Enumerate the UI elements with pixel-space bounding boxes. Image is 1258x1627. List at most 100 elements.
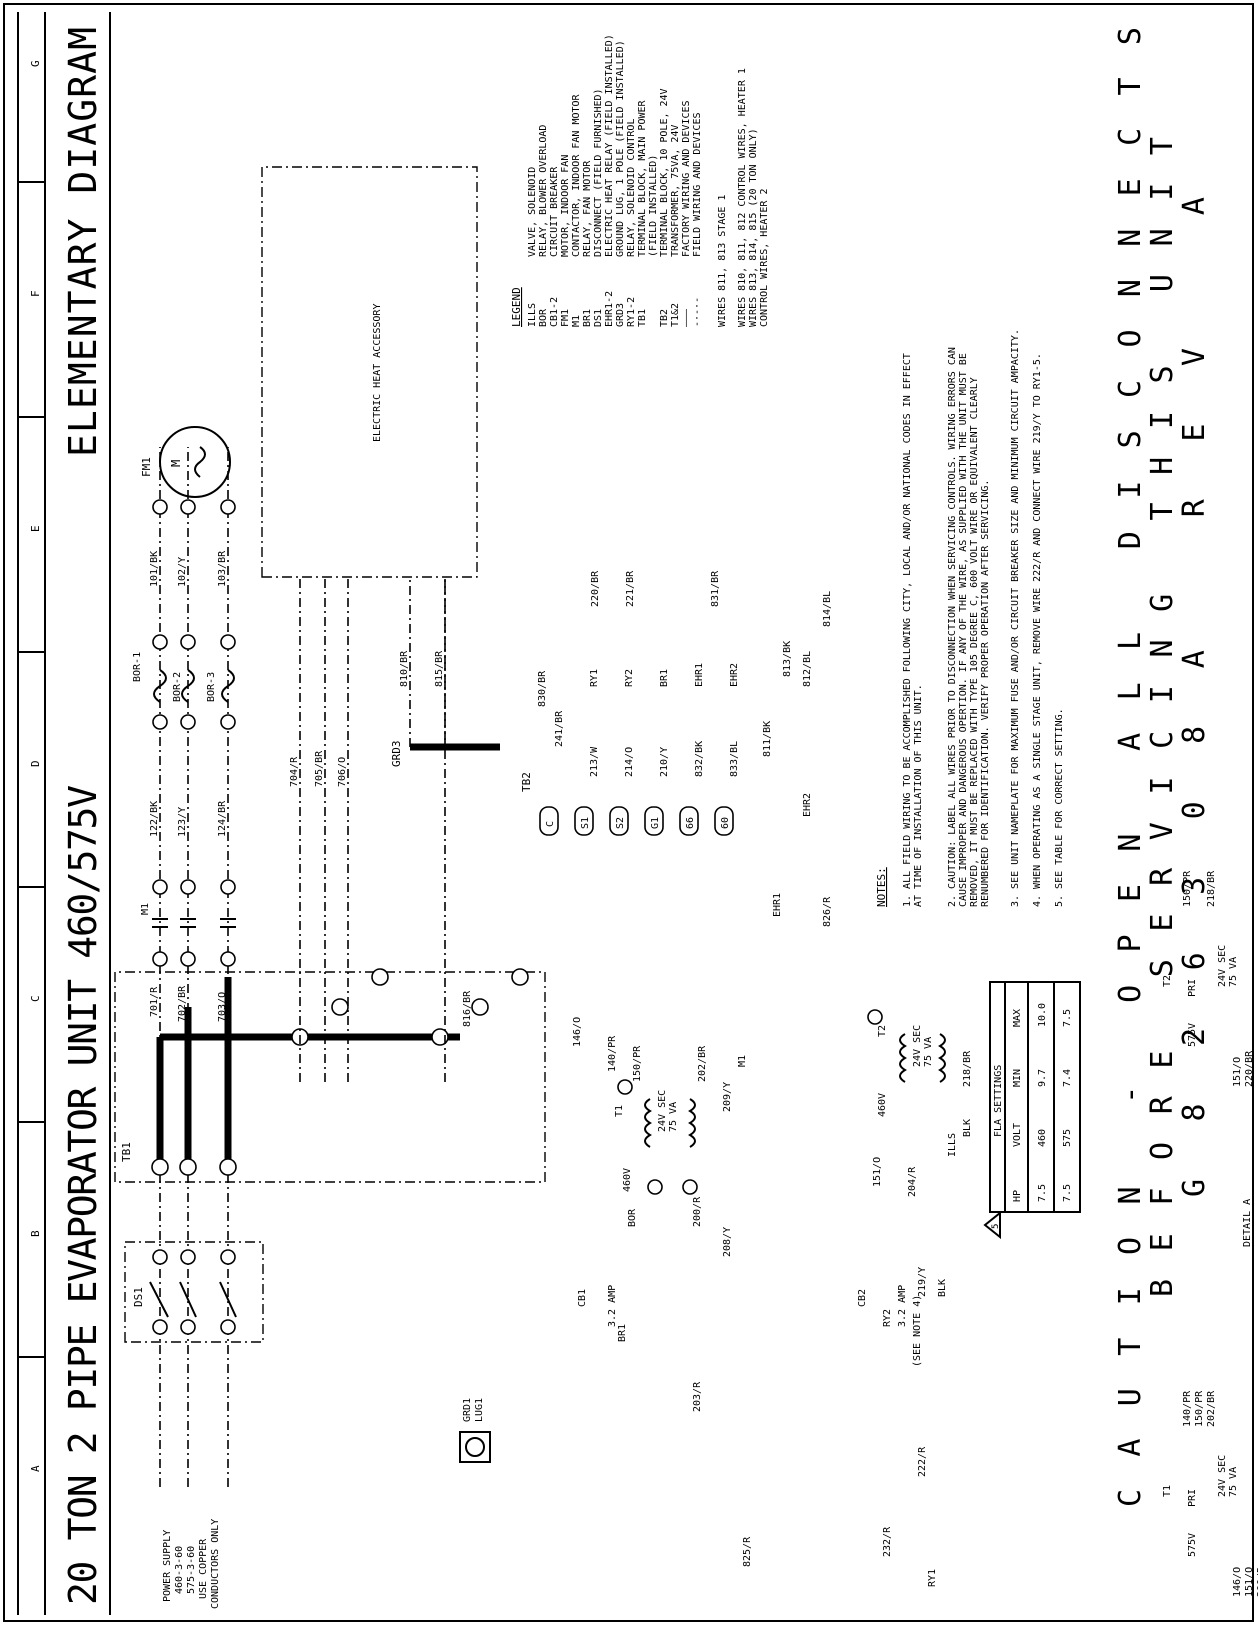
zone-b: B [29, 1230, 42, 1237]
svg-text:———: ——— [681, 308, 692, 327]
svg-text:832/BK: 832/BK [694, 741, 705, 777]
svg-text:BOR: BOR [627, 1208, 638, 1227]
grd1-lug1: GRD1 LUG1 [459, 1398, 491, 1463]
wire-123: 123/Y [177, 807, 188, 837]
tb1-box [114, 971, 546, 1183]
svg-text:USE COPPER: USE COPPER [198, 1538, 209, 1599]
svg-text:BLK: BLK [937, 1279, 948, 1297]
svg-text:BLK: BLK [962, 1119, 973, 1137]
svg-text:75 VA: 75 VA [1228, 1467, 1239, 1497]
svg-text:219/Y: 219/Y [917, 1267, 928, 1297]
svg-text:ELECTRIC HEAT RELAY (FIELD INS: ELECTRIC HEAT RELAY (FIELD INSTALLED) [604, 34, 615, 257]
svg-text:FACTORY WIRING AND DEVICES: FACTORY WIRING AND DEVICES [681, 100, 692, 257]
svg-text:75 VA: 75 VA [1228, 957, 1239, 987]
svg-text:T2: T2 [1162, 975, 1173, 987]
svg-text:222/R: 222/R [917, 1446, 928, 1477]
svg-text:200/R: 200/R [692, 1196, 703, 1227]
svg-text:RY1-2: RY1-2 [626, 297, 637, 327]
svg-text:7.4: 7.4 [1062, 1069, 1073, 1087]
svg-text:7.5: 7.5 [1062, 1184, 1073, 1202]
svg-text:825/R: 825/R [742, 1536, 753, 1567]
zone-d: D [29, 760, 42, 767]
svg-text:RELAY, SOLENOID CONTROL: RELAY, SOLENOID CONTROL [626, 119, 637, 257]
cb2-breaker: CB2 3.2 AMP RY2 (SEE NOTE 4) 232/R 222/R… [857, 1267, 948, 1587]
svg-text:VALVE, SOLENOID: VALVE, SOLENOID [527, 167, 538, 257]
svg-text:ILLS: ILLS [527, 303, 538, 327]
svg-text:24V SEC: 24V SEC [657, 1090, 668, 1132]
svg-text:BOR-1: BOR-1 [132, 652, 143, 682]
svg-text:204/R: 204/R [907, 1166, 918, 1197]
svg-text:S2: S2 [615, 817, 626, 829]
svg-text:BOR-3: BOR-3 [206, 672, 217, 702]
svg-text:812/BL: 812/BL [802, 651, 813, 687]
svg-text:CONDUCTORS ONLY: CONDUCTORS ONLY [210, 1519, 221, 1609]
zone-c: C [29, 995, 42, 1002]
svg-text:75 VA: 75 VA [923, 1037, 934, 1067]
wire-703: 703/O [217, 992, 228, 1022]
svg-text:EHR2: EHR2 [729, 663, 740, 687]
wire-704: 704/R [289, 756, 300, 787]
svg-text:CAUSE IMPROPER AND DANGEROUS O: CAUSE IMPROPER AND DANGEROUS OPERTION. I… [958, 353, 969, 907]
page-title: 20 TON 2 PIPE EVAPORATOR UNIT 460/575V [61, 785, 105, 1605]
ds1-terminals [149, 1249, 237, 1335]
svg-text:151/O: 151/O [1244, 1567, 1255, 1597]
svg-text:9.7: 9.7 [1037, 1069, 1048, 1087]
svg-text:7.5: 7.5 [1037, 1184, 1048, 1202]
svg-text:RELAY, FAN MOTOR: RELAY, FAN MOTOR [582, 160, 593, 257]
svg-text:TERMINAL BLOCK, MAIN POWER: TERMINAL BLOCK, MAIN POWER [637, 99, 648, 257]
svg-text:MOTOR, INDOOR FAN: MOTOR, INDOOR FAN [560, 155, 571, 257]
svg-text:RY1: RY1 [589, 669, 600, 687]
ds1-disconnect-box [124, 1241, 264, 1343]
svg-text:140/PR: 140/PR [1182, 1390, 1193, 1427]
svg-text:CB1: CB1 [577, 1289, 588, 1307]
svg-text:(SEE NOTE 4): (SEE NOTE 4) [912, 1295, 923, 1367]
svg-text:826/R: 826/R [822, 896, 833, 927]
sheet-border [3, 3, 1254, 1622]
wire-124: 124/BR [217, 800, 228, 837]
svg-text:2. CAUTION: LABEL ALL WIRES PR: 2. CAUTION: LABEL ALL WIRES PRIOR TO DIS… [947, 347, 958, 907]
svg-text:460: 460 [1037, 1129, 1048, 1147]
wire-810: 810/BR [399, 650, 410, 687]
svg-text:210/Y: 210/Y [659, 747, 670, 777]
svg-text:3.2 AMP: 3.2 AMP [897, 1285, 908, 1327]
svg-text:PRI: PRI [1187, 1489, 1198, 1507]
svg-text:66: 66 [685, 817, 696, 829]
legend-title: LEGEND [510, 287, 523, 327]
svg-text:24V SEC: 24V SEC [912, 1025, 923, 1067]
svg-text:BOR: BOR [538, 308, 549, 327]
svg-text:HP: HP [1012, 1190, 1023, 1202]
svg-text:3. SEE UNIT NAMEPLATE FOR MAXI: 3. SEE UNIT NAMEPLATE FOR MAXIMUM FUSE A… [1010, 329, 1021, 907]
svg-text:EHR1: EHR1 [772, 893, 783, 917]
svg-text:DETAIL A: DETAIL A [1242, 1199, 1253, 1247]
svg-text:CB1-2: CB1-2 [549, 297, 560, 327]
tb2-wire-labels: 241/BR 213/W 214/O 210/Y 832/BK 833/BL 8… [537, 570, 833, 927]
svg-text:203/R: 203/R [692, 1381, 703, 1412]
svg-text:GRD1: GRD1 [462, 1398, 473, 1422]
fla-settings-table: FLA SETTINGS HP VOLT MIN MAX 7.5 460 9.7… [989, 981, 1081, 1213]
svg-text:5: 5 [991, 1224, 1001, 1229]
svg-text:831/BR: 831/BR [710, 570, 721, 607]
wire-815: 815/BR [434, 650, 445, 687]
svg-text:BR1: BR1 [617, 1324, 628, 1342]
svg-text:75 VA: 75 VA [668, 1102, 679, 1132]
svg-text:WIRES 813, 814, 815 (20 TON ON: WIRES 813, 814, 815 (20 TON ONLY) [748, 128, 759, 327]
svg-text:575V: 575V [1187, 1533, 1198, 1557]
svg-text:T1&2: T1&2 [670, 303, 681, 327]
detail-a: 575V PRI 24V SEC 75 VA 146/O 151/O 200/R… [1162, 870, 1258, 1597]
zone-e: E [29, 525, 42, 532]
wire-705: 705/BR [314, 750, 325, 787]
svg-text:RENUMBERED FOR IDENTIFICATION.: RENUMBERED FOR IDENTIFICATION. VERIFY PR… [980, 480, 991, 907]
svg-text:EHR2: EHR2 [802, 793, 813, 817]
caution-line-1: CAUTION - OPEN ALL DISCONNECTS [1113, 27, 1148, 1507]
diagram-type: ELEMENTARY DIAGRAM [61, 27, 105, 457]
note-5-flag: 5 [983, 1210, 1001, 1240]
wire-101: 101/BK [149, 551, 160, 587]
svg-text:460-3-60: 460-3-60 [174, 1546, 185, 1594]
svg-text:T2: T2 [877, 1025, 888, 1037]
svg-text:150/PR: 150/PR [632, 1045, 643, 1082]
t2-transformer: T2 24V SEC 75 VA 460V 151/O 204/R 218/BR… [867, 1009, 973, 1197]
svg-text:4. WHEN OPERATING AS A SINGLE: 4. WHEN OPERATING AS A SINGLE STAGE UNIT… [1032, 353, 1043, 907]
wire-102: 102/Y [177, 557, 188, 587]
wire-816: 816/BR [462, 990, 473, 1027]
